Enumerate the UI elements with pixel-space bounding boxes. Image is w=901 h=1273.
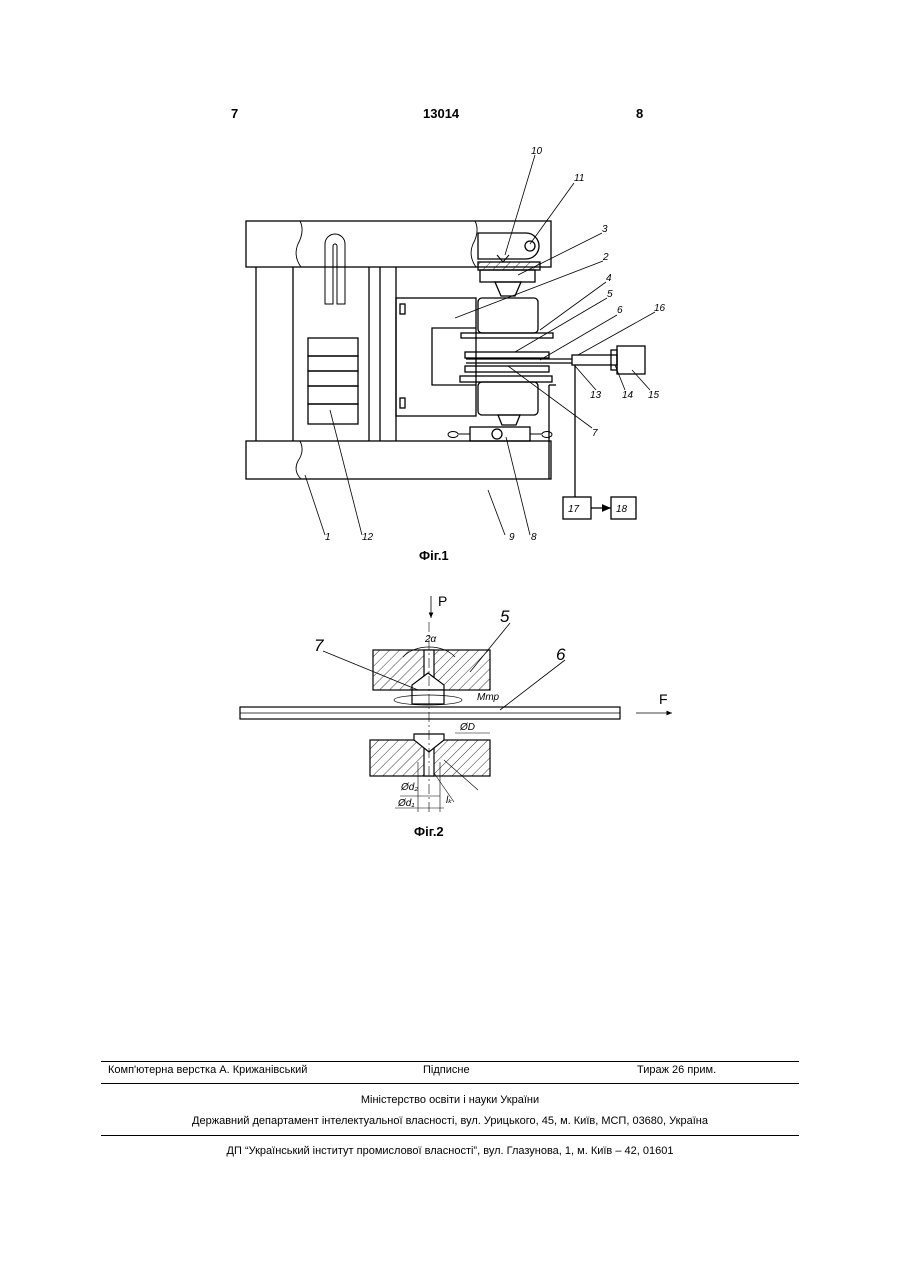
label-6: 6 [617,305,623,316]
label-part-5: 5 [500,607,510,626]
label-angle: 2α [424,634,437,645]
institute-line: ДП “Український інститут промислової вла… [101,1145,799,1157]
label-4: 4 [606,273,612,284]
signed-note: Підписне [423,1064,470,1076]
label-force-p: P [438,593,447,609]
footer-imprint-row: Комп'ютерна верстка А. Крижанівський Під… [101,1064,799,1078]
figure-2-caption: Фіг.2 [414,824,444,839]
footer-rule-bottom [101,1135,799,1136]
figure-2 [240,596,672,812]
label-diameter-d2: Ød₂ [400,782,418,793]
circulation-note: Тираж 26 прим. [637,1064,716,1076]
label-12: 12 [362,532,374,543]
label-2: 2 [602,252,609,263]
figure-1 [246,155,655,535]
label-diameter-d1: Ød₁ [397,798,415,809]
footer-rule-middle [101,1083,799,1084]
department-line: Державний департамент інтелектуальної вл… [101,1115,799,1127]
label-18: 18 [616,504,628,515]
label-part-7: 7 [314,636,324,655]
footer-rule-top [101,1061,799,1062]
label-15: 15 [648,390,660,401]
typesetting-credit: Комп'ютерна верстка А. Крижанівський [108,1064,307,1076]
figure-1-caption: Фіг.1 [419,548,449,563]
label-3: 3 [602,224,608,235]
label-16: 16 [654,303,666,314]
label-14: 14 [622,390,634,401]
label-8: 8 [531,532,537,543]
label-17: 17 [568,504,580,515]
label-length-lk: lₖ [446,795,452,806]
label-9: 9 [509,532,515,543]
weight-1 [308,338,358,356]
label-10: 10 [531,146,543,157]
label-1: 1 [325,532,331,543]
label-7: 7 [592,428,598,439]
base-plate [246,441,551,479]
ministry-line: Міністерство освіти і науки України [101,1094,799,1106]
label-13: 13 [590,390,602,401]
label-5: 5 [607,289,613,300]
label-force-f: F [659,691,668,707]
label-11: 11 [574,173,584,184]
label-moment: Mтр [477,692,500,703]
label-diameter-d: ØD [459,722,475,733]
label-part-6: 6 [556,645,566,664]
